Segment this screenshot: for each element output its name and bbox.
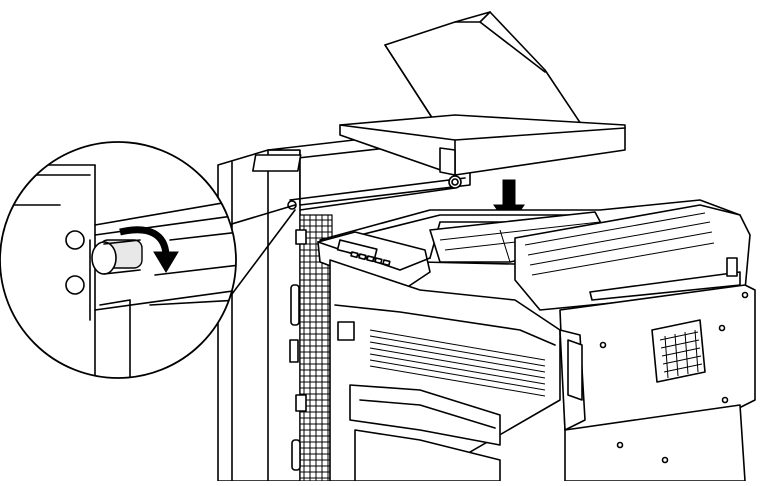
printer-front [329, 259, 561, 482]
top-cover [339, 11, 626, 176]
front-vent [369, 329, 546, 397]
printer-side-panel [217, 149, 333, 482]
hinge-hole-lower [65, 275, 85, 295]
hinge-hole-upper [65, 230, 85, 250]
printer-right-side [559, 284, 756, 482]
side-mesh [299, 214, 333, 482]
vent-grille [651, 319, 706, 383]
side-latch-low [295, 394, 307, 412]
side-handle [290, 284, 300, 326]
side-latch-top [295, 229, 307, 245]
hinge-knob [91, 239, 143, 275]
side-handle-low [291, 439, 301, 471]
paper-cassettes [349, 384, 501, 482]
knob-detail [0, 141, 237, 379]
power-switch [337, 321, 355, 341]
side-latch-mid [289, 339, 299, 363]
control-panel [317, 231, 431, 293]
printer-body-top [319, 199, 751, 311]
rotate-arrow [119, 226, 179, 273]
panel-buttons [350, 251, 391, 267]
